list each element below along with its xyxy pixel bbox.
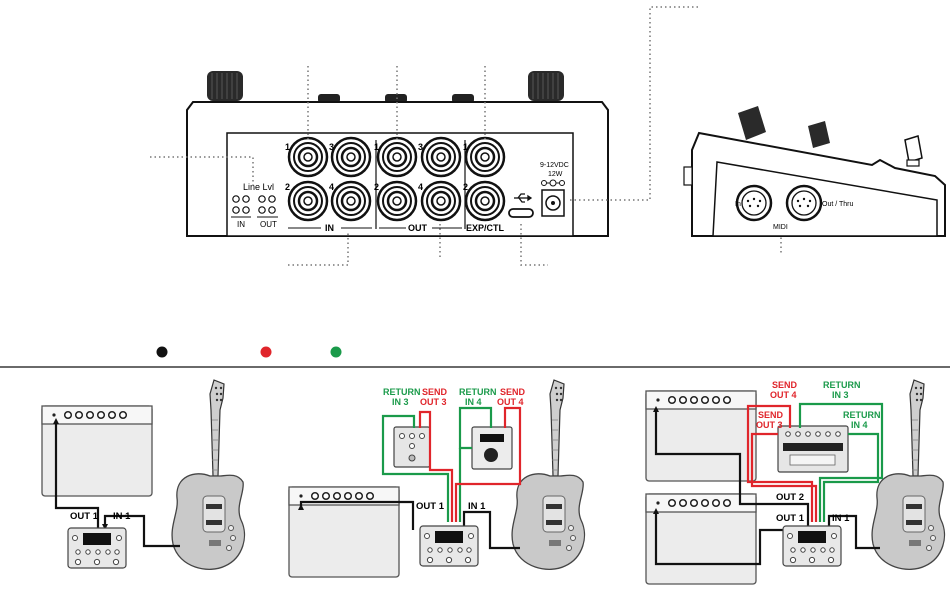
line-lvl-out-label: OUT bbox=[260, 220, 277, 229]
exp-num-2: 2 bbox=[463, 182, 468, 192]
legend-red-dot bbox=[261, 347, 272, 358]
diagram3-send4-label-b: OUT 4 bbox=[770, 390, 797, 400]
diagram-1-basic: OUT 1 IN 1 bbox=[42, 380, 244, 569]
side-knob-2 bbox=[808, 121, 830, 148]
diagram3-out1-label: OUT 1 bbox=[776, 513, 805, 524]
diagram2-pedal-a bbox=[394, 427, 430, 467]
diagram-2-4cm: RETURN IN 3 SEND OUT 3 RETURN IN 4 SEND … bbox=[289, 380, 584, 577]
out-jack-1 bbox=[378, 138, 416, 176]
right-big-knob bbox=[528, 71, 564, 101]
in-jack-2 bbox=[289, 182, 327, 220]
diagram2-return4-label-b: IN 4 bbox=[465, 397, 482, 407]
out-num-1: 1 bbox=[374, 142, 379, 152]
diagram2-send4-label-b: OUT 4 bbox=[497, 397, 524, 407]
side-knob-1 bbox=[738, 106, 766, 140]
out-num-2: 2 bbox=[374, 182, 379, 192]
power-watt-label: 12W bbox=[548, 171, 563, 178]
diagram2-guitar bbox=[512, 380, 584, 569]
in-num-4: 4 bbox=[329, 182, 334, 192]
left-big-knob bbox=[207, 71, 243, 101]
diagram3-out2-label: OUT 2 bbox=[776, 492, 804, 503]
in-jack-3 bbox=[332, 138, 370, 176]
midi-out-label: Out / Thru bbox=[822, 201, 853, 208]
side-switch bbox=[905, 136, 922, 166]
diagram2-pedal-b bbox=[472, 427, 512, 469]
out-jack-2 bbox=[378, 182, 416, 220]
in-num-3: 3 bbox=[329, 142, 334, 152]
legend-black-dot bbox=[157, 347, 168, 358]
diagram3-send3-label-b: OUT 3 bbox=[756, 420, 783, 430]
usb-c-port bbox=[509, 209, 533, 217]
out-num-4: 4 bbox=[418, 182, 423, 192]
diagram2-out1-label: OUT 1 bbox=[416, 501, 445, 512]
diagram2-unit bbox=[420, 526, 478, 566]
in-num-1: 1 bbox=[285, 142, 290, 152]
diagram2-send3-label-b: OUT 3 bbox=[420, 397, 447, 407]
line-lvl-label: Line Lvl bbox=[243, 182, 274, 192]
in-jack-1 bbox=[289, 138, 327, 176]
diagram2-send4-label-a: SEND bbox=[500, 387, 526, 397]
out-group-label: OUT bbox=[408, 223, 428, 233]
exp-num-1: 1 bbox=[463, 142, 468, 152]
diagram2-amp bbox=[289, 487, 399, 577]
diagram2-send3-label-a: SEND bbox=[422, 387, 448, 397]
in-group-label: IN bbox=[325, 223, 334, 233]
diagram1-guitar bbox=[172, 380, 244, 569]
power-voltage-label: 9-12VDC bbox=[540, 162, 569, 169]
exp-jack-2 bbox=[466, 182, 504, 220]
diagram3-return4-label-a: RETURN bbox=[843, 410, 881, 420]
diagram1-in1-label: IN 1 bbox=[113, 511, 131, 522]
out-num-3: 3 bbox=[418, 142, 423, 152]
diagram2-return3-label-b: IN 3 bbox=[392, 397, 409, 407]
diagram1-out1-label: OUT 1 bbox=[70, 511, 99, 522]
in-jack-4 bbox=[332, 182, 370, 220]
diagram3-return3-label-b: IN 3 bbox=[832, 390, 849, 400]
side-panel-view: In Out / Thru MIDI bbox=[684, 106, 945, 236]
line-lvl-in-label: IN bbox=[237, 220, 245, 229]
diagram-3-dual-amp: SEND OUT 4 RETURN IN 3 SEND OUT 3 RETURN… bbox=[646, 380, 944, 584]
exp-jack-1 bbox=[466, 138, 504, 176]
diagram1-amp bbox=[42, 406, 152, 496]
diagram2-in1-label: IN 1 bbox=[468, 501, 486, 512]
diagram3-return4-label-b: IN 4 bbox=[851, 420, 868, 430]
out-jack-3 bbox=[422, 138, 460, 176]
midi-label: MIDI bbox=[773, 224, 788, 231]
exp-group-label: EXP/CTL bbox=[466, 223, 505, 233]
out-jack-4 bbox=[422, 182, 460, 220]
midi-in-port bbox=[737, 186, 771, 220]
midi-in-label: In bbox=[735, 201, 741, 208]
diagram1-unit bbox=[68, 528, 126, 568]
legend-green-dot bbox=[331, 347, 342, 358]
diagram3-return3-label-a: RETURN bbox=[823, 380, 861, 390]
legend bbox=[157, 347, 342, 358]
rear-panel-view: Line Lvl IN OUT 1 3 2 4 IN bbox=[150, 7, 781, 265]
diagram3-multi-effect bbox=[778, 426, 848, 472]
diagram2-return4-label-a: RETURN bbox=[459, 387, 497, 397]
diagram2-return3-label-a: RETURN bbox=[383, 387, 421, 397]
diagram3-send4-label-a: SEND bbox=[772, 380, 798, 390]
diagram3-unit bbox=[783, 526, 841, 566]
in-num-2: 2 bbox=[285, 182, 290, 192]
diagram3-in1-label: IN 1 bbox=[832, 513, 850, 524]
diagram3-send3-label-a: SEND bbox=[758, 410, 784, 420]
diagram3-amp-bottom bbox=[646, 494, 756, 584]
midi-out-port bbox=[787, 186, 821, 220]
